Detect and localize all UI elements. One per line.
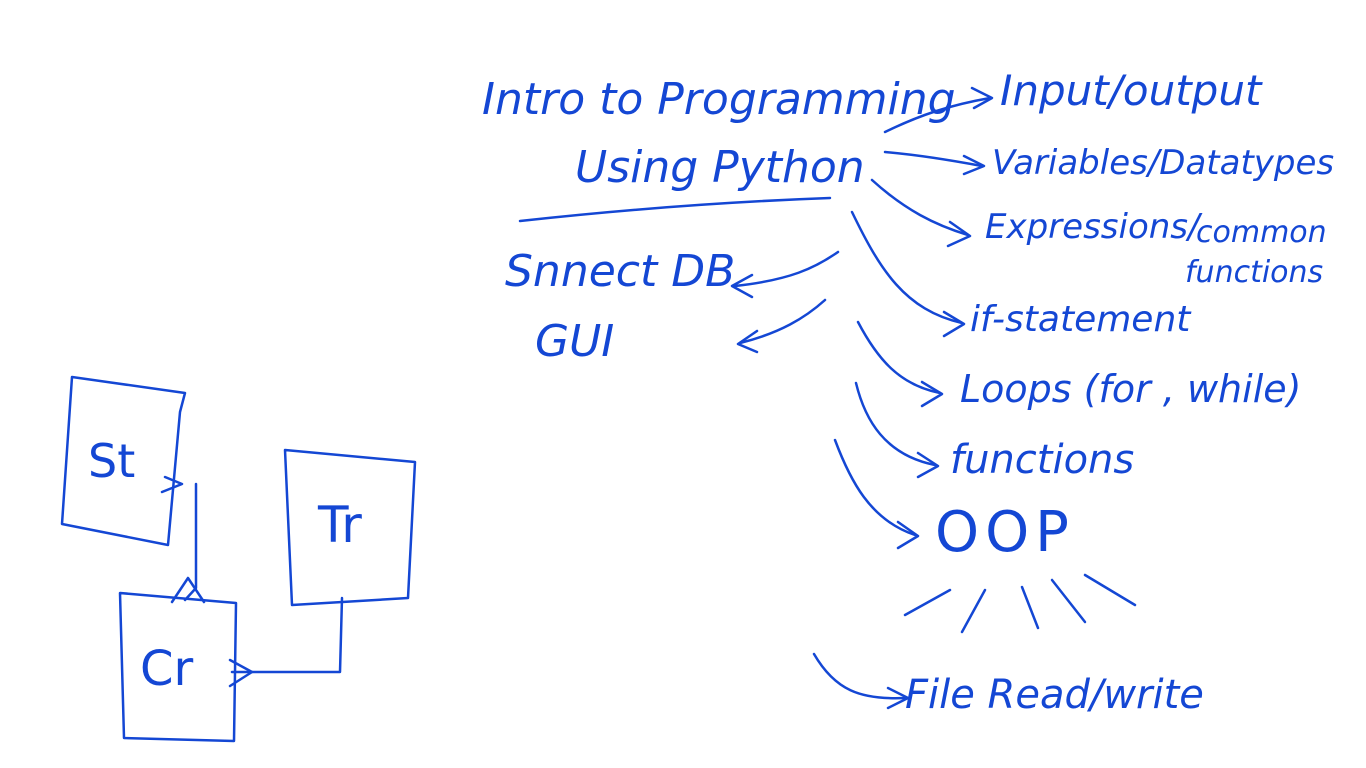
arrowhead: [962, 154, 986, 176]
crowfoot: [228, 658, 254, 688]
topic-input-output: Input/output: [1000, 66, 1262, 115]
oop-ray: [1020, 585, 1040, 630]
box-st: [60, 375, 187, 547]
arrow-input-output: [883, 96, 992, 134]
arrowhead: [946, 220, 972, 248]
arrow-oop: [833, 438, 917, 537]
arrowhead: [896, 520, 920, 550]
arrow-variables: [883, 150, 984, 168]
topic-functions: functions: [950, 437, 1135, 483]
topic-if-statement: if-statement: [970, 299, 1191, 340]
crowfoot: [160, 475, 184, 494]
oop-ray: [1083, 573, 1137, 607]
extra-snnect-db: Snnect DB: [505, 246, 736, 297]
topic-variables-datatypes: Variables/Datatypes: [992, 143, 1335, 183]
arrowhead: [916, 451, 940, 479]
box-cr: [118, 591, 238, 743]
title-underline: [518, 196, 832, 223]
arrowhead: [736, 329, 759, 354]
extra-gui: GUI: [535, 316, 615, 367]
connector-cr-tr: [230, 596, 344, 674]
topic-common: common: [1196, 215, 1327, 250]
topic-file-read-write: File Read/write: [905, 672, 1204, 718]
box-tr-label: Tr: [318, 496, 362, 554]
arrow-if-statement: [850, 210, 964, 325]
arrowhead: [942, 310, 966, 338]
arrowhead: [920, 380, 944, 408]
arrowhead: [886, 686, 910, 710]
arrow-expressions: [870, 178, 970, 237]
topic-expressions: Expressions/: [985, 207, 1200, 247]
oop-ray: [1050, 578, 1087, 624]
box-tr: [283, 448, 417, 607]
arrow-file-rw: [812, 652, 907, 700]
arrow-gui: [738, 298, 827, 345]
arrowhead: [730, 273, 754, 299]
topic-loops: Loops (for , while): [960, 367, 1302, 411]
arrow-loops: [856, 320, 942, 395]
box-cr-label: Cr: [140, 641, 194, 697]
topic-functions-common: functions: [1185, 255, 1324, 290]
topic-oop: OOP: [935, 500, 1075, 565]
oop-ray: [903, 588, 952, 617]
arrow-snnect-db: [733, 250, 840, 288]
title-line2: Using Python: [575, 142, 865, 193]
title-line1: Intro to Programming: [482, 74, 956, 125]
oop-ray: [960, 588, 987, 634]
arrow-functions: [854, 381, 937, 467]
crowfoot: [170, 576, 206, 604]
arrowhead: [970, 86, 994, 110]
box-st-label: St: [88, 434, 136, 488]
